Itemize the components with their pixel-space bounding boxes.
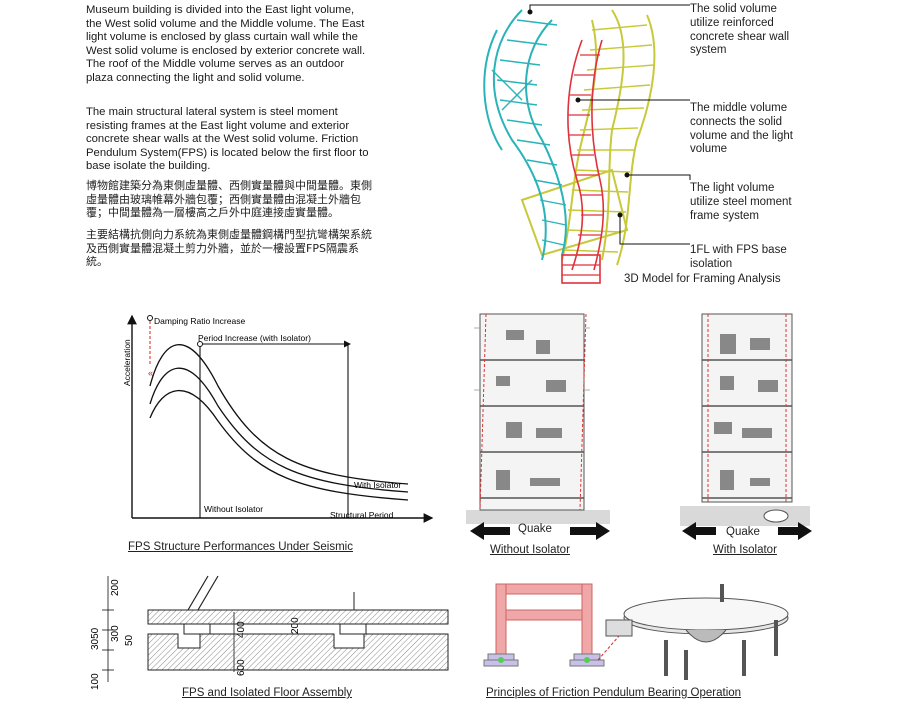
callout-base-isolation: 1FL with FPS base isolation <box>690 244 787 270</box>
svg-text:200: 200 <box>290 617 301 634</box>
intro-paragraph-1: Museum building is divided into the East… <box>86 4 366 84</box>
friction-pendulum-diagram <box>483 583 789 680</box>
svg-text:300: 300 <box>110 625 121 642</box>
section-with-isolator <box>680 313 810 526</box>
damping-label: Damping Ratio Increase <box>154 316 245 326</box>
period-label: Period Increase (with Isolator) <box>198 333 311 343</box>
svg-text:400: 400 <box>236 621 247 638</box>
bearing-caption: Principles of Friction Pendulum Bearing … <box>486 687 742 699</box>
x-axis-label: Structural Period <box>330 510 394 520</box>
svg-text:100: 100 <box>90 673 101 690</box>
seismic-response-graph: « Acceleration Damping Ratio Increase Pe… <box>122 314 434 523</box>
quake-label-without: Quake <box>518 523 552 535</box>
fps-floor-assembly: 200 300 50 3050 100 400 200 600 <box>90 575 449 690</box>
fps-floor-caption: FPS and Isolated Floor Assembly <box>182 687 353 699</box>
y-axis-label: Acceleration <box>122 339 132 386</box>
response-curves <box>149 344 409 501</box>
callout-middle-volume: The middle volume connects the solid vol… <box>690 102 793 156</box>
callout-leaders <box>529 4 691 245</box>
without-isolator-label: Without Isolator <box>204 504 263 514</box>
caption-without-isolator: Without Isolator <box>490 544 570 556</box>
svg-text:200: 200 <box>110 579 121 596</box>
graph-caption: FPS Structure Performances Under Seismic <box>128 541 353 553</box>
intro-chinese-2: 主要結構抗側向力系統為東側虛量體鋼構門型抗彎構架系統 及西側實量體混凝土剪力外牆… <box>86 228 372 269</box>
model-caption: 3D Model for Framing Analysis <box>624 273 781 285</box>
intro-chinese-1: 博物館建築分為東側虛量體、西側實量體與中間量體。東側 虛量體由玻璃帷幕外牆包覆；… <box>86 179 372 220</box>
quake-label-with: Quake <box>726 526 760 538</box>
callout-solid-volume: The solid volume utilize reinforced conc… <box>690 3 790 57</box>
intro-paragraph-2: The main structural lateral system is st… <box>86 106 369 173</box>
quake-arrows-without <box>470 522 610 540</box>
with-isolator-label: With Isolator <box>354 480 401 490</box>
caption-with-isolator: With Isolator <box>713 544 777 556</box>
section-without-isolator <box>466 313 610 524</box>
callout-light-volume: The light volume utilize steel moment fr… <box>690 182 792 222</box>
svg-text:3050: 3050 <box>90 627 101 650</box>
svg-text:50: 50 <box>124 634 135 646</box>
light-volume-frame <box>520 9 656 266</box>
svg-text:«: « <box>148 368 153 378</box>
framing-3d-model <box>483 4 691 284</box>
solid-volume-frame <box>483 9 567 261</box>
quake-arrows-with <box>682 522 812 540</box>
